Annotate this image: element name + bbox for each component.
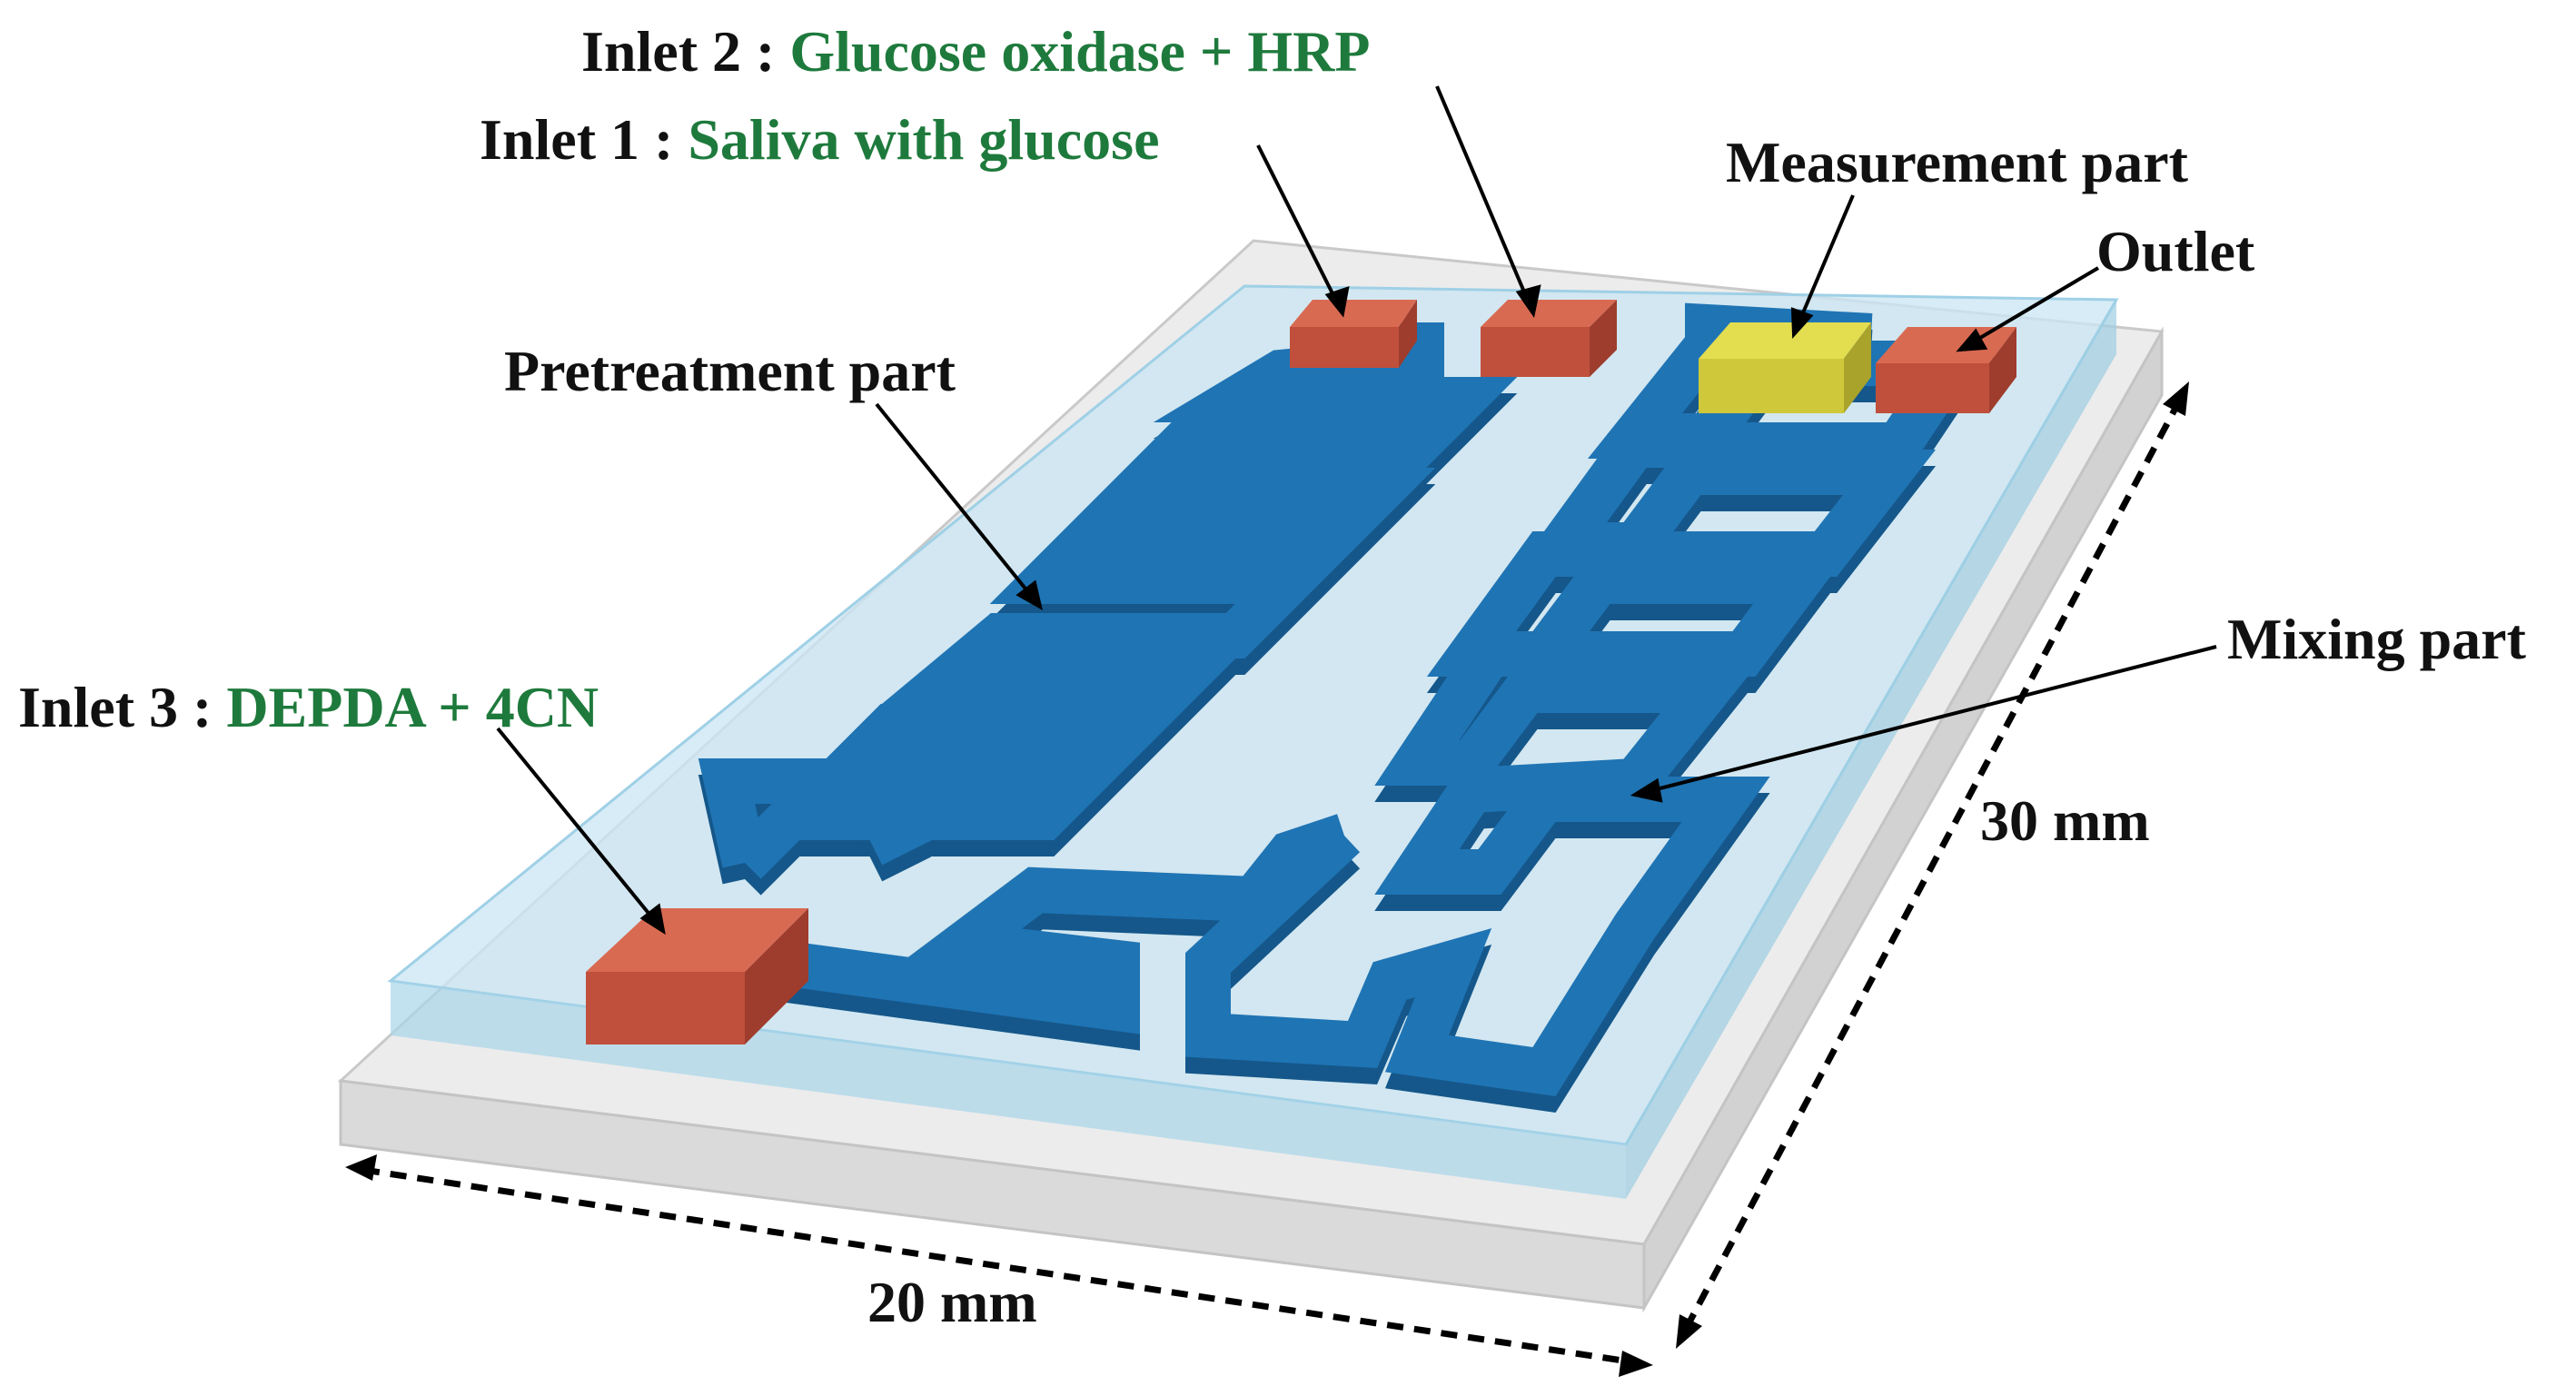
length-dimension-arrow [1681, 398, 2184, 1332]
inlet-3-key: Inlet 3 : [18, 675, 226, 739]
inlet-3-port [586, 908, 808, 1045]
width-arrowhead-left [345, 1154, 377, 1181]
inlet-2-label: Inlet 2 : Glucose oxidase + HRP [581, 19, 1370, 84]
measurement-leader [1792, 194, 1855, 335]
inlet-2-value: Glucose oxidase + HRP [789, 19, 1370, 84]
inlet-1-leader [1256, 144, 1344, 314]
outlet-port [1876, 327, 2016, 413]
inlet-1-key: Inlet 1 : [480, 107, 688, 172]
measurement-part-label: Measurement part [1726, 130, 2189, 194]
mixing-part-label: Mixing part [2227, 607, 2527, 671]
inlet-3-label: Inlet 3 : DEPDA + 4CN [18, 675, 599, 739]
inlet-2-leader [1435, 85, 1535, 314]
outlet-leader [1958, 266, 2100, 351]
mixing-channels [778, 302, 1996, 1114]
mixing-leader [1634, 645, 2217, 797]
outlet-label: Outlet [2096, 219, 2255, 283]
width-dimension-arrow [362, 1166, 1636, 1366]
length-arrowhead-top [2163, 381, 2189, 416]
inlet-1-label: Inlet 1 : Saliva with glucose [480, 107, 1159, 172]
inlet-2-port [1481, 300, 1617, 377]
width-dimension-label: 20 mm [867, 1270, 1037, 1334]
inlet-1-value: Saliva with glucose [688, 107, 1159, 172]
inlet-3-leader [496, 727, 665, 933]
width-arrowhead-right [1619, 1351, 1653, 1377]
length-dimension-label: 30 mm [1980, 788, 2150, 853]
leader-lines [496, 85, 2217, 936]
pretreatment-leader [875, 402, 1042, 609]
pretreatment-part-label: Pretreatment part [504, 339, 956, 403]
pretreatment-channels [698, 322, 1518, 896]
measurement-part-block [1699, 322, 1871, 413]
length-arrowhead-bottom [1676, 1314, 1702, 1349]
inlet-2-key: Inlet 2 : [581, 19, 789, 84]
inlet-3-value: DEPDA + 4CN [226, 675, 599, 739]
inlet-1-port [1290, 300, 1417, 368]
